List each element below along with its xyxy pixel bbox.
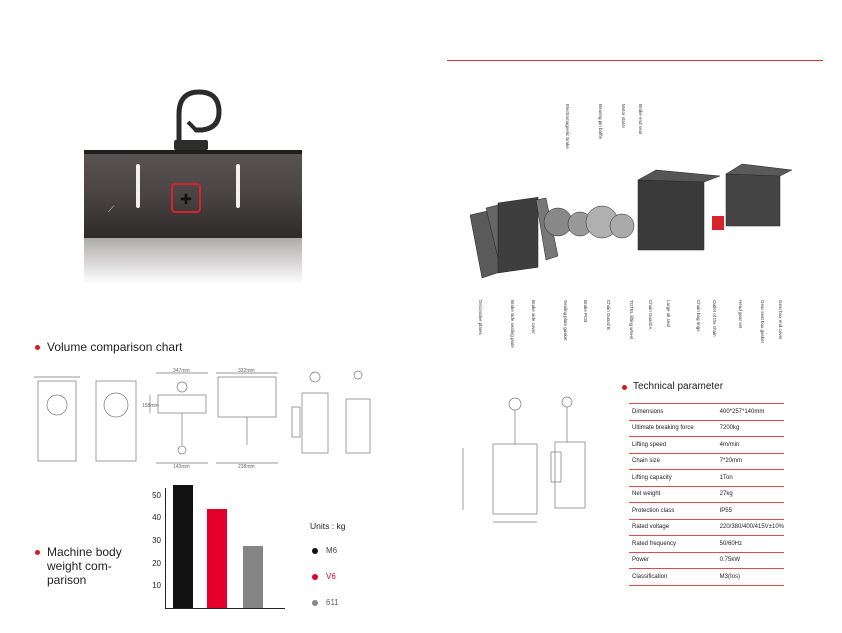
spec-value: M3(Ios)	[716, 568, 784, 586]
spec-key: Rated frequency	[629, 535, 717, 553]
legend-dot-m6	[312, 548, 318, 554]
part-label: Outlet of the chain	[712, 300, 717, 337]
legend-label-v6: V6	[326, 572, 336, 581]
tech-drawing	[455, 392, 600, 527]
spec-key: Classification	[629, 568, 717, 586]
spec-value: 27kg	[716, 486, 784, 503]
part-label: Chain bag rings	[696, 300, 701, 332]
part-label: Electromagnetic brake	[565, 104, 570, 149]
spec-value: 4m/min	[716, 436, 784, 454]
part-label: TOTEL lifting wheel	[629, 300, 634, 340]
part-label: Motor stator	[621, 104, 626, 129]
spec-value: 0.75kW	[716, 552, 784, 569]
weight-bullet	[35, 550, 40, 555]
chart-x-axis	[165, 608, 285, 609]
part-label: Gear box end cover	[778, 300, 783, 340]
part-label: Sealing plate gasket	[563, 300, 568, 341]
legend-label-m6: M6	[326, 546, 338, 555]
spec-key: Dimensions	[629, 403, 717, 421]
bar-v6	[207, 508, 227, 608]
exploded-view	[462, 160, 802, 300]
part-label: Decorative plates	[478, 300, 483, 335]
dim-label: 143mm	[173, 464, 190, 470]
spec-key: Power	[629, 552, 717, 569]
part-label: Head gear set	[738, 300, 743, 329]
part-label: Bearing pin baffle	[598, 104, 603, 139]
bar-611	[243, 546, 263, 608]
part-label: Chain Guard A	[648, 300, 653, 330]
legend-label-611: 611	[326, 598, 339, 607]
part-label: Chain Guard B	[606, 300, 611, 330]
volume-title: Volume comparison chart	[47, 340, 183, 354]
legend-dot-v6	[312, 574, 318, 580]
spec-key: Protection class	[629, 502, 717, 520]
part-label: Brake side sealing plate	[510, 300, 515, 348]
chart-y-axis	[165, 488, 166, 608]
spec-key: Chain size	[629, 453, 717, 470]
svg-text:✚: ✚	[180, 192, 192, 208]
y-tick-label: 10	[152, 581, 161, 590]
spec-value: 1Ton	[716, 469, 784, 487]
y-tick-label: 40	[152, 513, 161, 522]
volume-drawings: 347mm 158mm 143mm 332mm 238mm	[30, 365, 390, 470]
part-label: Large oil seal	[666, 300, 671, 327]
weight-title: Machine body weight com-parison	[47, 545, 122, 587]
part-label: Brake PCB	[583, 300, 588, 323]
legend-dot-611	[312, 600, 318, 606]
y-tick-label: 50	[152, 491, 161, 500]
dim-label: 238mm	[238, 464, 255, 470]
y-tick-label: 30	[152, 536, 161, 545]
chart-units-label: Units : kg	[310, 521, 346, 531]
spec-value: IP55	[716, 502, 784, 520]
y-tick-label: 20	[152, 559, 161, 568]
tech-bullet	[622, 385, 627, 390]
bar-m6	[173, 484, 193, 608]
spec-value: 50/60Hz	[716, 535, 784, 553]
spec-key: Rated voltage	[629, 519, 717, 536]
hoist-housing-photo: ✚ ⟋	[84, 84, 302, 284]
spec-value: 7*20mm	[716, 453, 784, 470]
spec-key: Lifting capacity	[629, 469, 717, 487]
volume-bullet	[35, 345, 40, 350]
svg-text:⟋: ⟋	[108, 205, 115, 215]
spec-key: Ultimate breaking force	[629, 420, 717, 437]
spec-key: Lifting speed	[629, 436, 717, 454]
spec-key: Net weight	[629, 486, 717, 503]
header-rule	[447, 60, 823, 61]
tech-title: Technical parameter	[633, 381, 724, 392]
spec-value: 220/380/400/415V±10%	[716, 519, 784, 536]
spec-value: 400*257*140mm	[716, 403, 784, 421]
part-label: Brake side cover	[531, 300, 536, 334]
dim-label: 158mm	[142, 403, 159, 409]
spec-value: 7200kg	[716, 420, 784, 437]
dim-label: 332mm	[238, 368, 255, 374]
part-label: Brake end seal	[638, 104, 643, 135]
dim-label: 347mm	[173, 368, 190, 374]
weight-chart: 50 40 30 20 10	[135, 478, 365, 633]
part-label: Gear seat box gasket	[760, 300, 765, 343]
